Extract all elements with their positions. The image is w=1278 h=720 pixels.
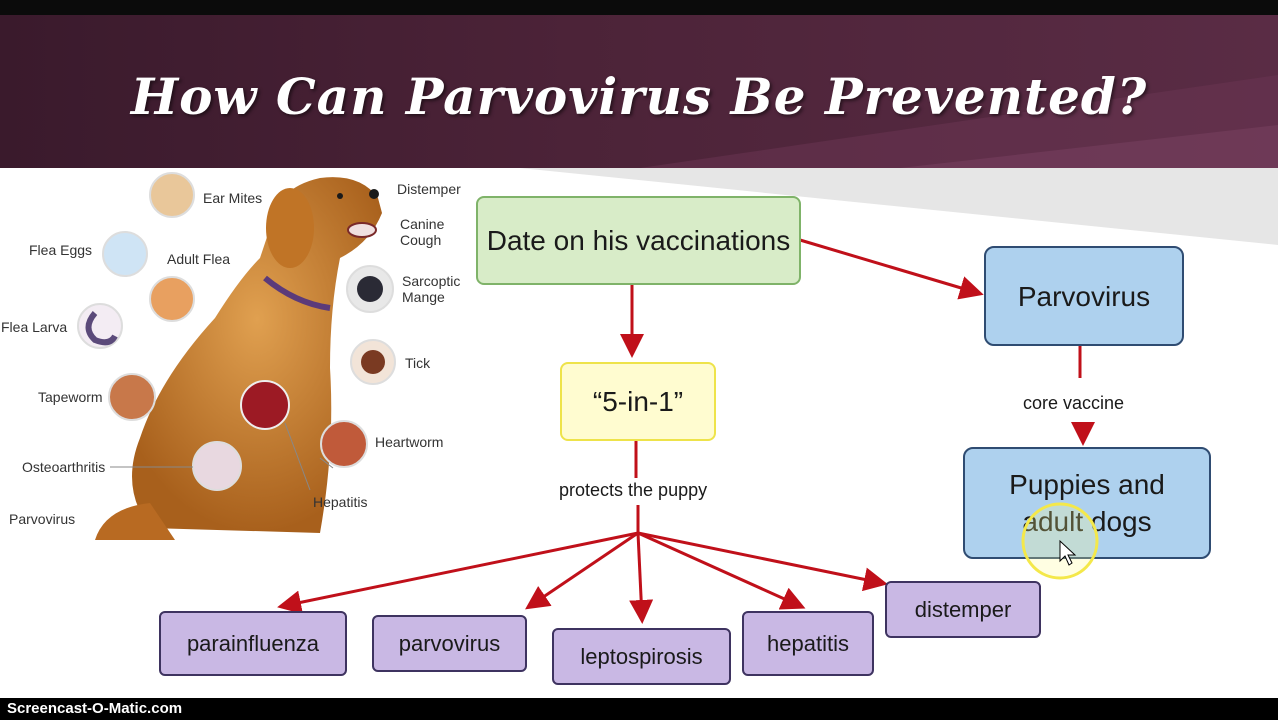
dog-disease-infographic: Ear Mites Distemper Canine Cough Flea Eg… <box>0 168 470 540</box>
osteoarthritis-icon <box>192 441 242 491</box>
slide-header: How Can Parvovirus Be Prevented? <box>0 15 1278 168</box>
heartworm-pointer <box>319 457 334 469</box>
node-puppies-adults[interactable]: Puppies and adult dogs <box>963 447 1211 559</box>
node-hepatitis[interactable]: hepatitis <box>742 611 874 676</box>
hepatitis-icon <box>240 380 290 430</box>
flea-eggs-icon <box>102 231 148 277</box>
dog-collar <box>263 275 331 311</box>
label-osteoarthritis: Osteoarthritis <box>22 459 106 475</box>
screencast-watermark: Screencast-O-Matic.com <box>7 700 183 717</box>
edge-vaccinations-to-parvovirus <box>799 238 984 300</box>
edge-label-protects: protects the puppy <box>555 480 712 501</box>
label-adult-flea: Adult Flea <box>167 251 231 267</box>
dog-mouth <box>347 222 377 238</box>
node-parvovirus-main[interactable]: Parvovirus <box>984 246 1184 346</box>
edge-to-distemper <box>637 531 888 592</box>
edge-to-hepatitis <box>637 531 806 610</box>
node-parvovirus[interactable]: parvovirus <box>372 615 527 672</box>
edge-label-core: core vaccine <box>1019 393 1129 414</box>
label-flea-eggs: Flea Eggs <box>29 242 93 258</box>
label-hepatitis: Hepatitis <box>313 494 368 510</box>
hepatitis-pointer <box>284 422 311 491</box>
flea-larva-shape <box>85 311 118 346</box>
adult-flea-icon <box>149 276 195 322</box>
top-black-bar <box>0 0 1278 15</box>
tapeworm-icon <box>108 373 156 421</box>
label-parvovirus: Parvovirus <box>9 511 76 527</box>
label-tick: Tick <box>405 355 431 371</box>
dog-eye <box>337 193 343 199</box>
dog-tail <box>95 503 175 540</box>
heartworm-icon <box>320 420 368 468</box>
label-tapeworm: Tapeworm <box>38 389 103 405</box>
tick-body <box>361 350 385 374</box>
edge-to-leptospirosis <box>629 532 654 624</box>
label-distemper: Distemper <box>397 181 461 197</box>
dog-ear <box>266 188 314 268</box>
label-canine-cough: Canine Cough <box>400 216 445 248</box>
label-flea-larva: Flea Larva <box>1 319 68 335</box>
mite-body <box>357 276 383 302</box>
bottom-black-bar <box>0 698 1278 720</box>
dog-body <box>132 177 382 533</box>
edge-to-parainfluenza <box>277 531 639 615</box>
header-sheen <box>640 75 1278 168</box>
node-leptospirosis[interactable]: leptospirosis <box>552 628 731 685</box>
dog-nose <box>369 189 379 199</box>
node-distemper[interactable]: distemper <box>885 581 1041 638</box>
label-ear-mites: Ear Mites <box>203 190 263 206</box>
label-sarcoptic-mange: Sarcoptic Mange <box>402 273 461 305</box>
dog-illustration <box>77 172 396 540</box>
label-heartworm: Heartworm <box>375 434 444 450</box>
node-5-in-1[interactable]: “5-in-1” <box>560 362 716 441</box>
node-vaccinations[interactable]: Date on his vaccinations <box>476 196 801 285</box>
node-parainfluenza[interactable]: parainfluenza <box>159 611 347 676</box>
edge-to-parvovirus <box>525 531 639 610</box>
ear-mites-icon <box>149 172 195 218</box>
slide-title: How Can Parvovirus Be Prevented? <box>130 67 1148 126</box>
